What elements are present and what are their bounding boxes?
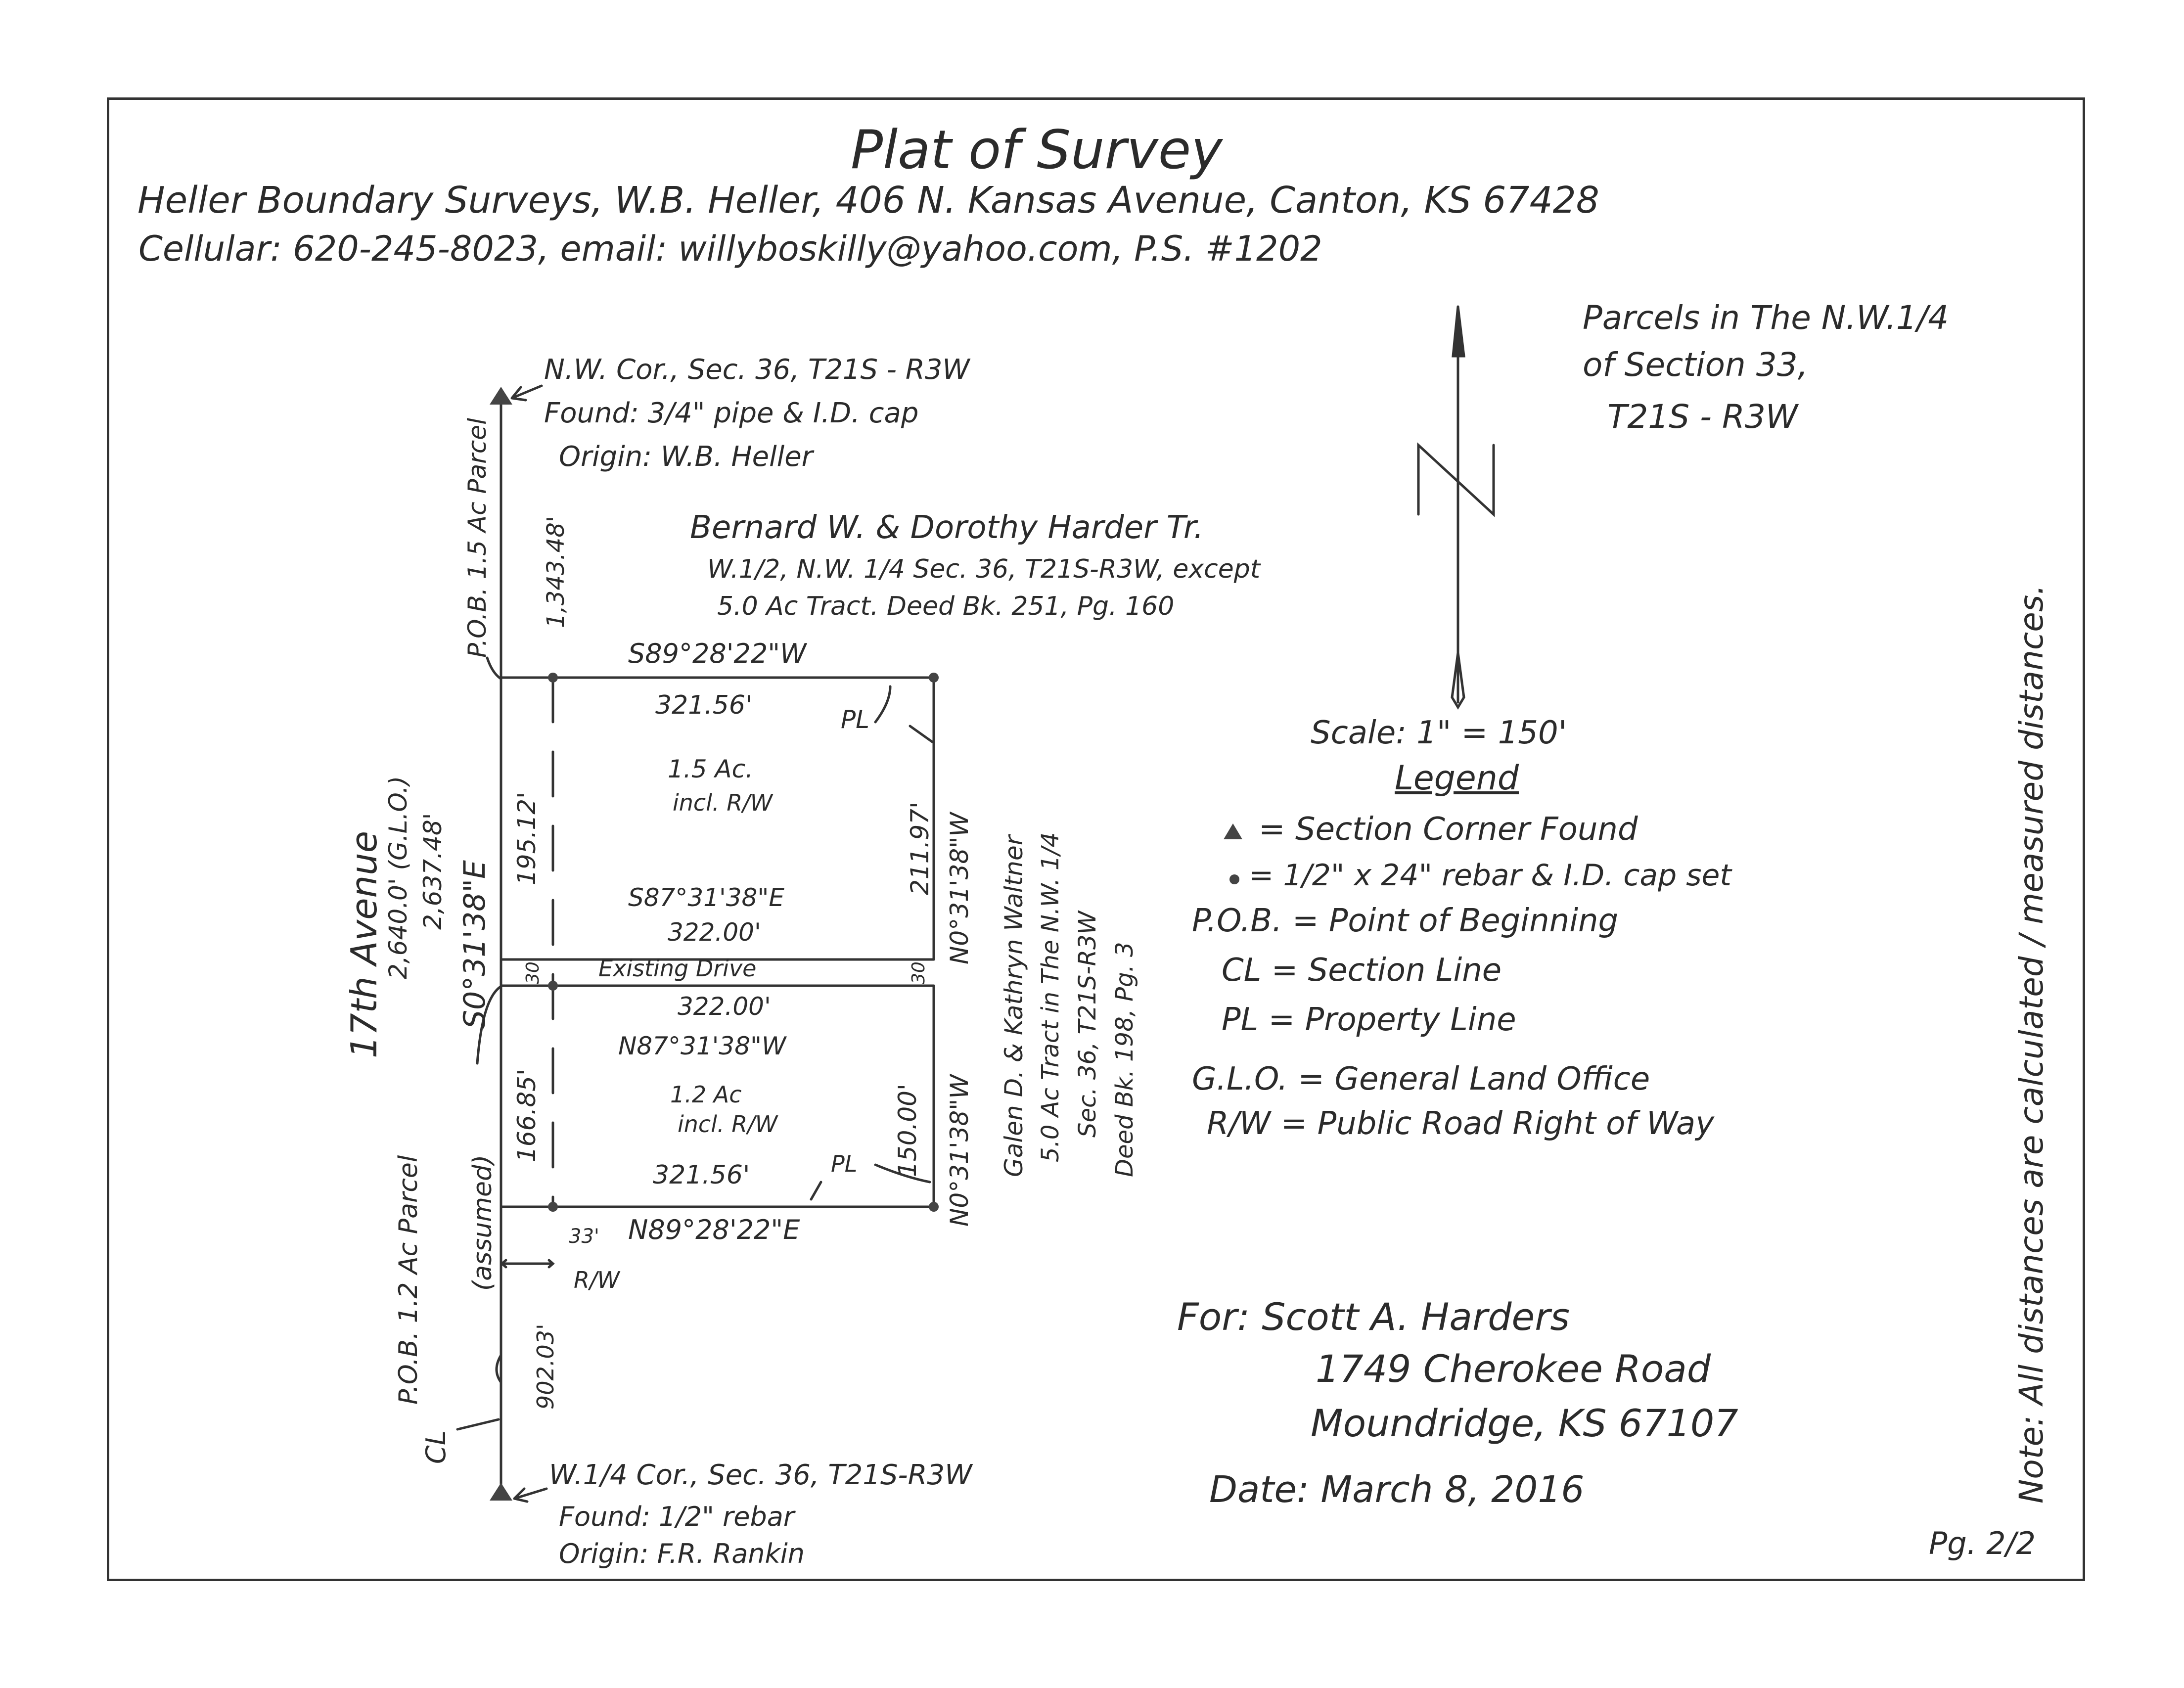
arrow-rw — [500, 1259, 555, 1269]
arrow-nw-corner — [510, 384, 543, 402]
rebar-pin-icon — [548, 673, 558, 683]
mid-dist: 322.00' — [668, 918, 761, 947]
rebar-pin-icon — [548, 1202, 558, 1212]
arrow-pl-lower-right — [874, 1163, 931, 1184]
client-address: 1749 Cherokee Road — [1316, 1347, 1711, 1391]
w-corner-line-1: W.1/4 Cor., Sec. 36, T21S-R3W — [549, 1459, 972, 1491]
parcel-15-incl: incl. R/W — [673, 789, 773, 816]
waltner-line-3: Sec. 36, T21S-R3W — [1074, 911, 1101, 1138]
nw-corner-line-2: Found: 3/4" pipe & I.D. cap — [544, 397, 919, 429]
parcel-12-incl: incl. R/W — [678, 1111, 778, 1138]
gap-right: 30 — [909, 961, 929, 984]
harder-tract-line-2: W.1/2, N.W. 1/4 Sec. 36, T21S-R3W, excep… — [707, 554, 1261, 584]
plat-frame — [107, 97, 2085, 1581]
legend-item-3: P.O.B. = Point of Beginning — [1192, 903, 1619, 939]
arrow-pl-top — [874, 685, 892, 724]
existing-drive: Existing Drive — [598, 955, 757, 982]
client-name: For: Scott A. Harders — [1177, 1295, 1570, 1339]
east-lower-dist: 150.00' — [893, 1084, 922, 1177]
low-dist: 322.00' — [678, 992, 771, 1021]
rebar-pin-icon — [548, 981, 558, 991]
w-corner-line-2: Found: 1/2" rebar — [559, 1501, 795, 1532]
arrow-pob-15 — [486, 656, 502, 680]
page-title: Plat of Survey — [851, 119, 1223, 181]
header-line-2: Cellular: 620-245-8023, email: willybosk… — [138, 228, 1322, 269]
rw-label: R/W — [574, 1267, 620, 1293]
road-name: 17th Avenue — [343, 830, 385, 1058]
parcel-12-area: 1.2 Ac — [670, 1081, 742, 1108]
nw-corner-line-1: N.W. Cor., Sec. 36, T21S - R3W — [544, 354, 970, 386]
legend-item-4: CL = Section Line — [1222, 952, 1502, 989]
legend-triangle-icon — [1224, 823, 1242, 839]
legend-item-2: = 1/2" x 24" rebar & I.D. cap set — [1249, 858, 1731, 893]
bottom-bearing: N89°28'22"E — [628, 1214, 800, 1245]
pob-12-label: P.O.B. 1.2 Ac Parcel — [394, 1155, 423, 1405]
legend-item-6: G.L.O. = General Land Office — [1192, 1061, 1650, 1097]
west-lower-dist: 166.85' — [512, 1069, 541, 1162]
east-upper-bearing: N0°31'38"W — [945, 812, 974, 964]
rebar-pin-icon — [929, 673, 939, 683]
south-length: 902.03' — [532, 1323, 559, 1410]
legend-title: Legend — [1395, 759, 1519, 798]
arrow-pl-bottom — [810, 1181, 822, 1201]
rw-width: 33' — [569, 1225, 599, 1248]
parcels-note-1: Parcels in The N.W.1/4 — [1583, 299, 1949, 337]
mid-bearing: S87°31'38"E — [628, 883, 784, 912]
west-upper-dist: 195.12' — [512, 792, 541, 885]
gap-left: 30 — [523, 961, 543, 984]
scale: Scale: 1" = 150' — [1311, 715, 1567, 751]
pl-top: PL — [841, 705, 870, 734]
page-number: Pg. 2/2 — [1929, 1525, 2036, 1561]
arrow-cl — [456, 1418, 500, 1431]
client-city: Moundridge, KS 67107 — [1311, 1401, 1738, 1445]
rebar-pin-icon — [929, 1202, 939, 1212]
low-bearing: N87°31'38"W — [618, 1032, 786, 1060]
parcels-note-3: T21S - R3W — [1607, 398, 1798, 436]
north-arrow-n — [1417, 442, 1495, 517]
north-arrow-tail — [1451, 652, 1465, 710]
east-upper-dist: 211.97' — [906, 802, 934, 895]
waltner-line-4: Deed Bk. 198, Pg. 3 — [1111, 942, 1138, 1177]
legend-item-1: = Section Corner Found — [1259, 811, 1638, 848]
nw-corner-line-3: Origin: W.B. Heller — [559, 441, 813, 473]
header-line-1: Heller Boundary Surveys, W.B. Heller, 40… — [137, 179, 1599, 222]
top-bearing: S89°28'22"W — [628, 638, 807, 669]
distance-note: Note: All distances are calculated / mea… — [2012, 584, 2050, 1504]
survey-date: Date: March 8, 2016 — [1209, 1468, 1585, 1511]
road-dist-glo: 2,640.0' (G.L.O.) — [384, 776, 412, 979]
pob-15-label: P.O.B. 1.5 Ac Parcel — [463, 418, 492, 658]
section-corner-nw-icon — [490, 387, 512, 405]
section-corner-w-icon — [490, 1483, 512, 1501]
top-dist: 321.56' — [655, 690, 753, 720]
north-arrow-head — [1452, 306, 1465, 358]
arrow-pob-12 — [476, 985, 502, 1065]
legend-item-7: R/W = Public Road Right of Way — [1207, 1105, 1715, 1142]
road-assumed: (assumed) — [468, 1154, 498, 1291]
road-bearing: S0°31'38"E — [457, 860, 492, 1029]
parcels-note-2: of Section 33, — [1583, 346, 1808, 384]
w-corner-line-3: Origin: F.R. Rankin — [559, 1538, 805, 1569]
cl-symbol: CL — [420, 1430, 452, 1464]
parcel-15-area: 1.5 Ac. — [668, 755, 753, 783]
east-lower-bearing: N0°31'38"W — [945, 1074, 974, 1227]
legend-dot-icon — [1229, 874, 1239, 884]
harder-tract-line-1: Bernard W. & Dorothy Harder Tr. — [690, 509, 1204, 546]
legend-item-5: PL = Property Line — [1222, 1002, 1516, 1038]
pl-bottom: PL — [831, 1150, 858, 1177]
harder-tract-line-3: 5.0 Ac Tract. Deed Bk. 251, Pg. 160 — [717, 592, 1175, 621]
road-dist-measured: 2,637.48' — [418, 813, 447, 930]
arrow-w-corner — [513, 1487, 548, 1503]
bottom-dist: 321.56' — [653, 1160, 750, 1190]
waltner-line-2: 5.0 Ac Tract in The N.W. 1/4 — [1037, 832, 1064, 1162]
break-mark — [495, 1354, 502, 1384]
north-length: 1,343.48' — [542, 516, 570, 628]
arrow-pl-right — [909, 725, 934, 743]
waltner-line-1: Galen D. & Kathryn Waltner — [1000, 835, 1028, 1177]
